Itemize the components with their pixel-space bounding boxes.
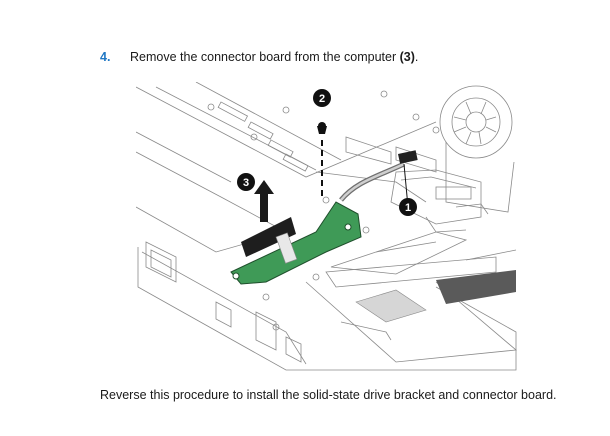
lift-arrow — [254, 180, 274, 222]
svg-text:2: 2 — [319, 93, 325, 105]
connector-board-removal-illustration: 1 2 3 — [136, 82, 517, 371]
footer-instruction: Reverse this procedure to install the so… — [100, 388, 557, 402]
step-text-end: . — [414, 50, 419, 64]
fan-housing — [439, 85, 513, 159]
callout-3: 3 — [237, 173, 255, 191]
chassis-outline — [137, 247, 517, 371]
step-callout-ref: (3) — [399, 50, 415, 64]
callout-1: 1 — [399, 198, 417, 216]
step-text: Remove the connector board from the comp… — [130, 50, 418, 64]
cable-band — [436, 270, 516, 304]
step-text-main: Remove the connector board from the comp… — [130, 50, 400, 64]
connector-board — [230, 201, 362, 285]
step-number: 4. — [100, 50, 111, 64]
step-instruction: 4. Remove the connector board from the c… — [100, 50, 418, 64]
callout-2: 2 — [313, 89, 331, 107]
svg-text:1: 1 — [405, 202, 411, 214]
svg-text:3: 3 — [243, 177, 249, 189]
